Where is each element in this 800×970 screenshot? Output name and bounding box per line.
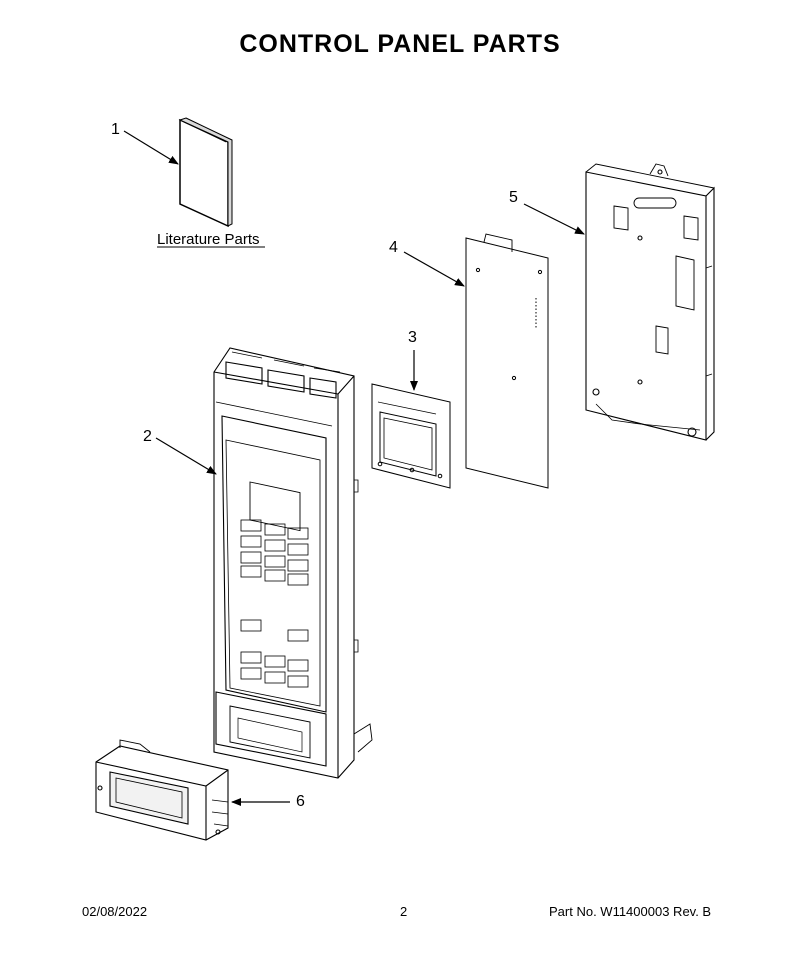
callout-4: 4 [389,239,398,256]
callout-6: 6 [296,793,305,810]
leader-line-2 [155,437,217,475]
door-button-assembly-part [95,739,229,841]
footer-page-number: 2 [400,904,408,919]
leader-line-5 [523,203,585,235]
callout-2: 2 [143,428,152,445]
leader-line-1 [123,130,179,165]
callout-1: 1 [111,121,120,138]
leader-line-4 [403,251,465,287]
control-panel-housing-part [213,347,373,779]
literature-parts-label: Literature Parts [157,231,260,248]
literature-booklet-part [178,117,233,228]
control-board-part [465,233,549,489]
footer-part-number: Part No. W11400003 Rev. B [549,904,712,919]
mounting-bracket-part [585,163,715,441]
callout-3: 3 [408,329,417,346]
display-frame-part [371,383,451,489]
footer-date: 02/08/2022 [82,904,148,919]
page-title: CONTROL PANEL PARTS [239,30,561,58]
callout-5: 5 [509,189,518,206]
